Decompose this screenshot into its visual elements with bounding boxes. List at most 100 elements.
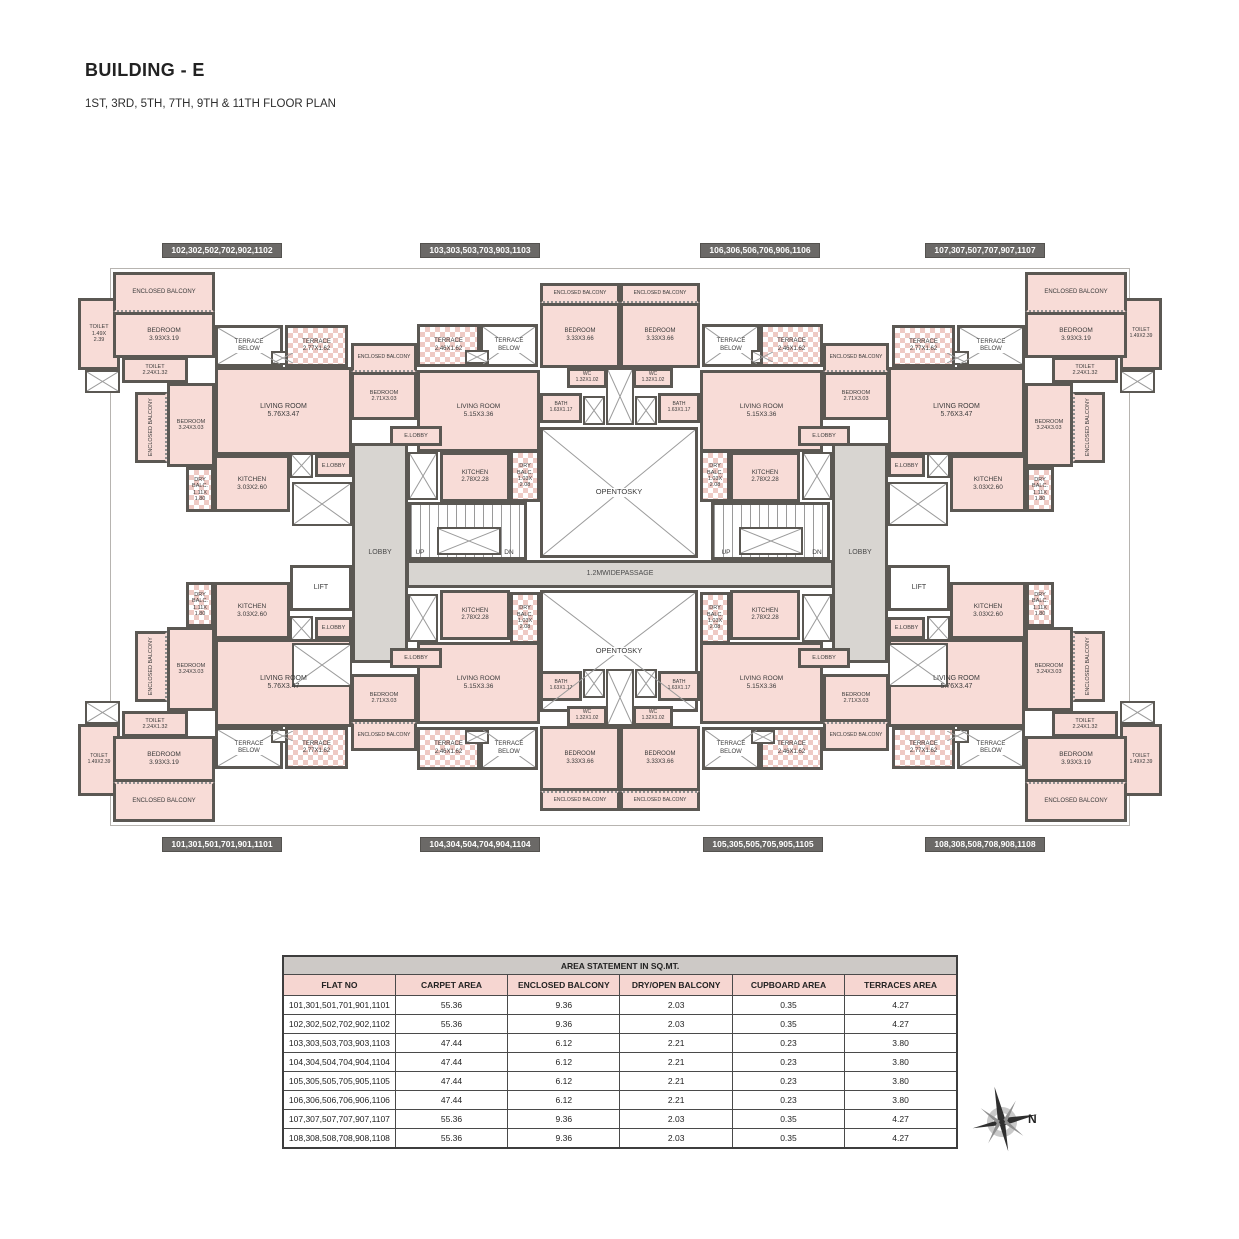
table-cell: 102,302,502,702,902,1102 bbox=[282, 1014, 396, 1034]
flat-label-106: 106,306,506,706,906,1106 bbox=[700, 243, 820, 258]
shaft bbox=[751, 730, 775, 744]
flat102-enclosed-balcony: ENCLOSED BALCONY bbox=[113, 272, 215, 312]
shaft-vertical bbox=[408, 452, 438, 500]
flat106-enclosed-balcony-top: ENCLOSED BALCONY bbox=[620, 283, 700, 303]
up-label: UP bbox=[415, 548, 425, 556]
lift-left: LIFT bbox=[290, 565, 352, 611]
shaft-vertical bbox=[408, 594, 438, 642]
table-cell: 3.80 bbox=[844, 1033, 958, 1053]
flat106-enclosed-balcony: ENCLOSED BALCONY bbox=[823, 343, 889, 372]
shaft bbox=[1120, 370, 1155, 393]
table-cell: 0.35 bbox=[731, 1128, 846, 1149]
table-cell: 3.80 bbox=[844, 1071, 958, 1091]
flat107-enclosed-balcony-v: ENCLOSED BALCONY bbox=[1073, 392, 1105, 463]
flat105-enclosed-balcony-bottom: ENCLOSED BALCONY bbox=[620, 791, 700, 811]
shaft bbox=[583, 396, 605, 425]
table-cell: 0.35 bbox=[731, 1109, 846, 1129]
table-cell: 6.12 bbox=[507, 1052, 621, 1072]
stair-landing-right bbox=[739, 527, 803, 555]
table-cell: 2.21 bbox=[619, 1033, 733, 1053]
table-cell: 0.23 bbox=[731, 1090, 846, 1110]
table-cell: 106,306,506,706,906,1106 bbox=[282, 1090, 396, 1110]
flat105-e-lobby: E.LOBBY bbox=[798, 648, 850, 668]
table-cell: 9.36 bbox=[507, 995, 621, 1015]
flat103-e-lobby: E.LOBBY bbox=[390, 426, 442, 446]
table-cell: 0.35 bbox=[731, 995, 846, 1015]
flat-label-102: 102,302,502,702,902,1102 bbox=[162, 243, 282, 258]
flat107-enclosed-balcony: ENCLOSED BALCONY bbox=[1025, 272, 1127, 312]
table-cell: 55.36 bbox=[394, 1014, 509, 1034]
shaft bbox=[751, 350, 775, 364]
shaft-large bbox=[888, 643, 948, 687]
lobby-right: LOBBY bbox=[832, 443, 888, 663]
shaft bbox=[465, 730, 489, 744]
shaft-center bbox=[606, 669, 634, 726]
flat107-e-lobby: E.LOBBY bbox=[888, 455, 925, 477]
table-cell: 0.23 bbox=[731, 1071, 846, 1091]
shaft bbox=[945, 351, 969, 365]
flat104-enclosed-balcony: ENCLOSED BALCONY bbox=[351, 722, 417, 751]
open-to-sky-top: OPENTOSKY bbox=[540, 427, 698, 558]
shaft bbox=[85, 370, 120, 393]
shaft bbox=[290, 616, 313, 641]
flat108-e-lobby: E.LOBBY bbox=[888, 617, 925, 639]
shaft bbox=[583, 669, 605, 698]
table-cell: 9.36 bbox=[507, 1014, 621, 1034]
building-outline bbox=[110, 268, 1130, 826]
shaft bbox=[271, 351, 295, 365]
table-cell: 2.03 bbox=[619, 995, 733, 1015]
shaft-large bbox=[888, 482, 948, 526]
table-cell: 6.12 bbox=[507, 1090, 621, 1110]
table-cell: 3.80 bbox=[844, 1090, 958, 1110]
table-cell: 55.36 bbox=[394, 995, 509, 1015]
shaft bbox=[635, 396, 657, 425]
table-cell: 55.36 bbox=[394, 1109, 509, 1129]
flat101-enclosed-balcony-v: ENCLOSED BALCONY bbox=[135, 631, 167, 702]
table-cell: 4.27 bbox=[844, 1128, 958, 1149]
flat101-enclosed-balcony: ENCLOSED BALCONY bbox=[113, 782, 215, 822]
flat104-enclosed-balcony-bottom: ENCLOSED BALCONY bbox=[540, 791, 620, 811]
table-cell: 0.23 bbox=[731, 1033, 846, 1053]
flat102-e-lobby: E.LOBBY bbox=[315, 455, 352, 477]
flat-label-105: 105,305,505,705,905,1105 bbox=[703, 837, 823, 852]
table-cell: 108,308,508,708,908,1108 bbox=[282, 1128, 396, 1149]
table-cell: 107,307,507,707,907,1107 bbox=[282, 1109, 396, 1129]
compass-icon bbox=[972, 1086, 1038, 1152]
